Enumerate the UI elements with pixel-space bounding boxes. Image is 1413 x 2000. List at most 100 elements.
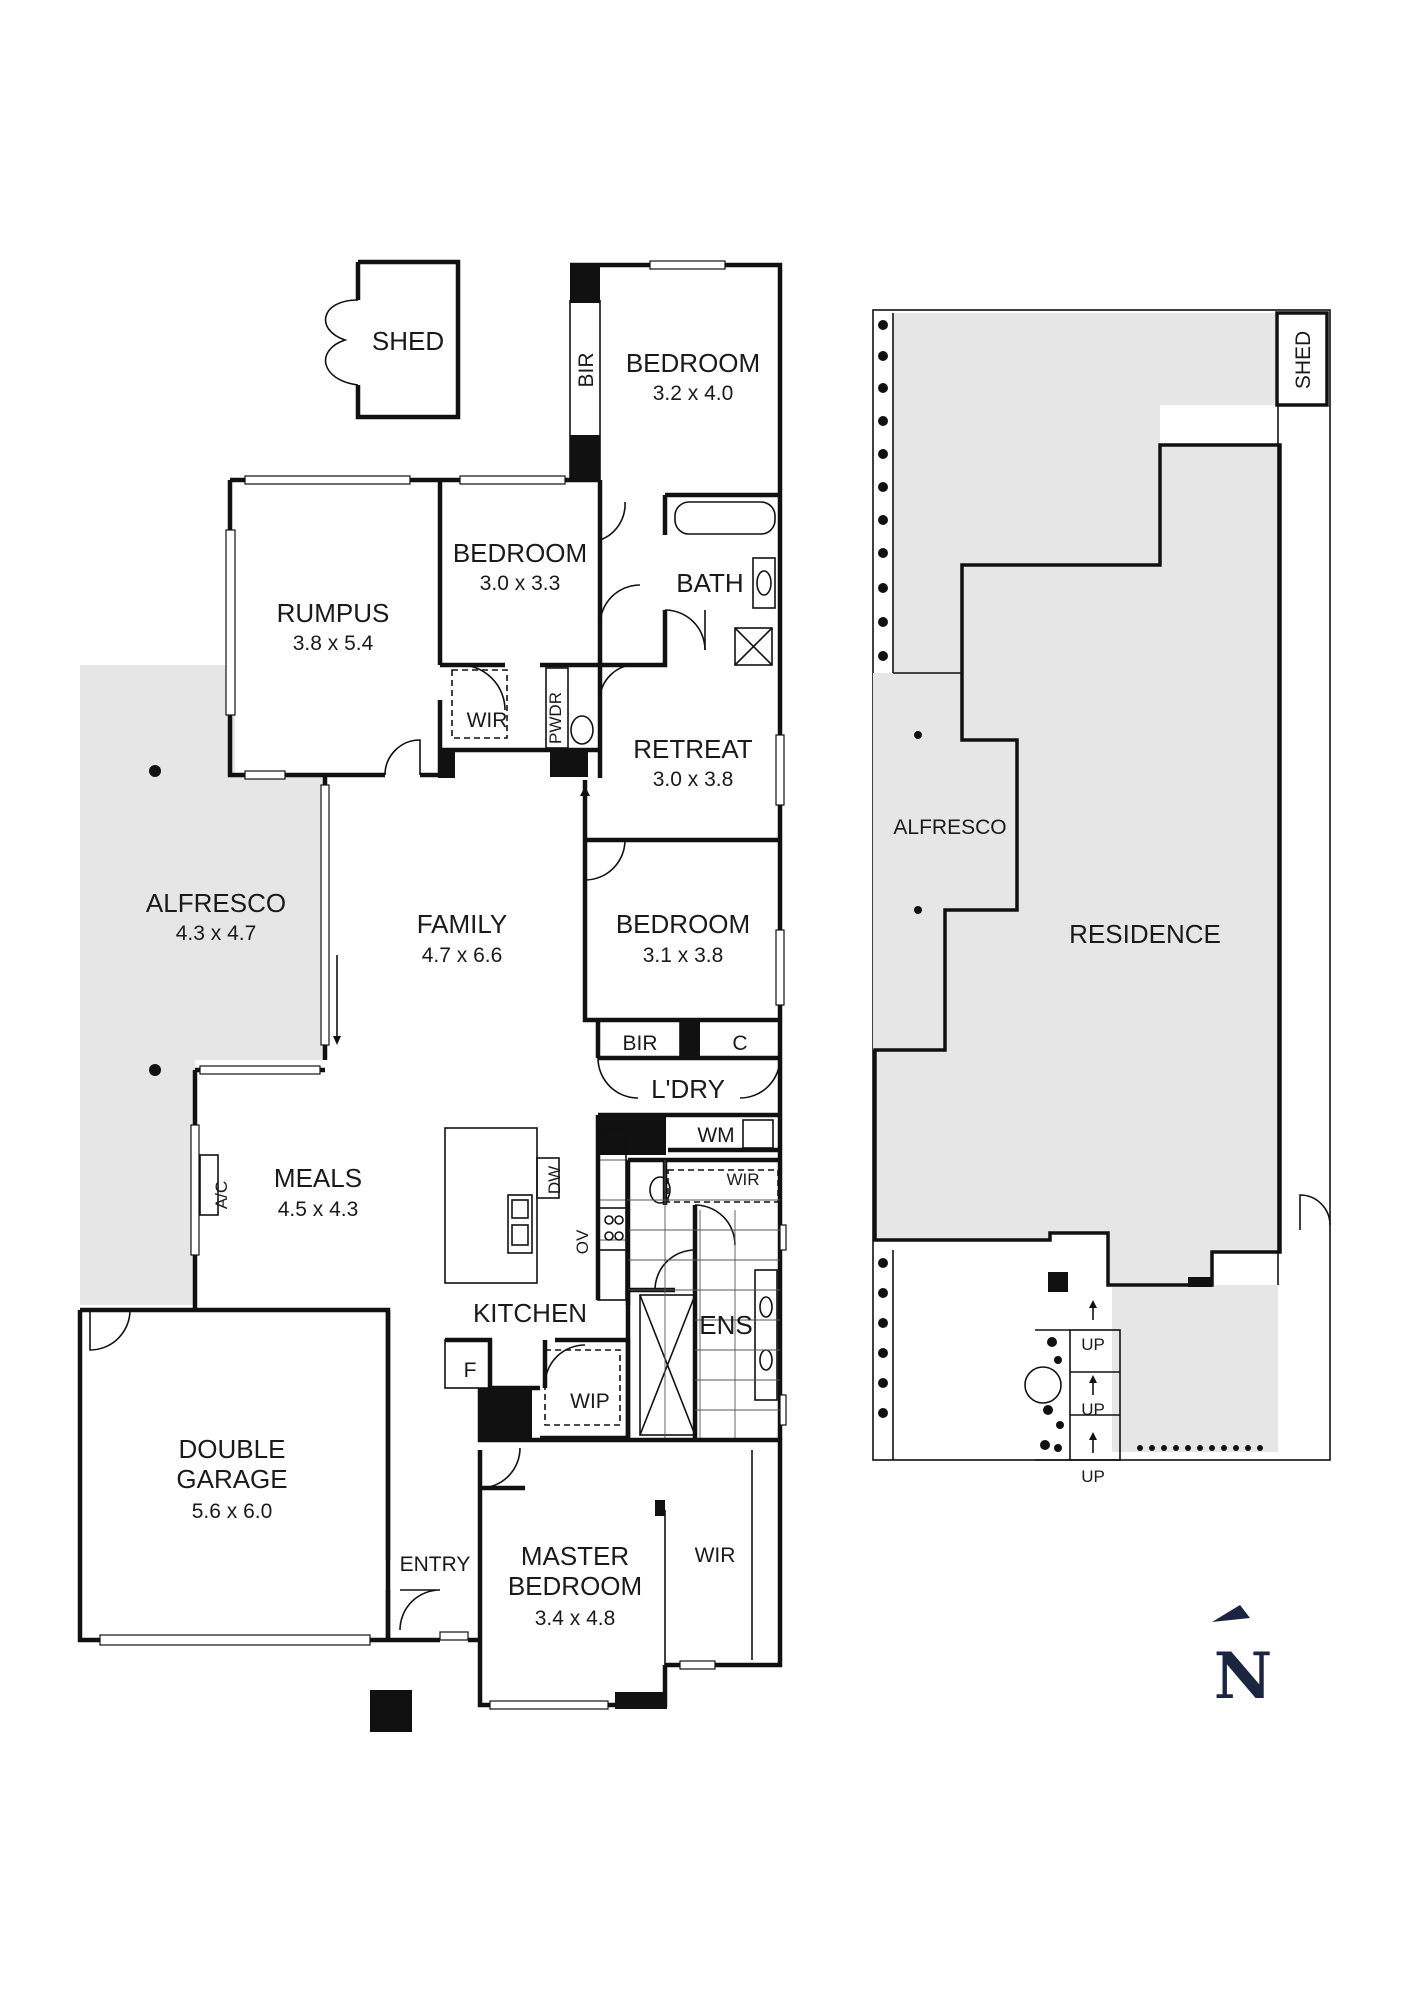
- bath-label: BATH: [676, 568, 743, 598]
- kitchen-label: KITCHEN: [473, 1298, 587, 1328]
- hedge-bottom: [1137, 1445, 1263, 1451]
- bathtub-icon: [674, 501, 776, 535]
- master-name-line2: BEDROOM: [508, 1571, 642, 1601]
- bedroom-mid-size: 3.0 x 3.3: [480, 572, 561, 595]
- bedroom-north-size: 3.2 x 4.0: [653, 382, 734, 405]
- bir-east-label: BIR: [622, 1032, 657, 1055]
- garage-door: [99, 1634, 371, 1646]
- cupboard-label: C: [732, 1032, 747, 1055]
- wall-pier: [438, 748, 455, 778]
- meals-size: 4.5 x 4.3: [278, 1198, 359, 1221]
- cooktop-icon: [597, 1207, 629, 1251]
- master-name-line1: MASTER: [521, 1541, 629, 1571]
- site-paving-courtyard: [1112, 1285, 1278, 1452]
- door-swing: [384, 739, 421, 776]
- wir-rail: [667, 1169, 779, 1203]
- door-swing: [664, 609, 706, 651]
- ens-label: ENS: [699, 1310, 752, 1340]
- sink-icon: [507, 1194, 533, 1254]
- floor-plan: [77, 259, 787, 1732]
- dishwasher-icon: [536, 1157, 560, 1199]
- door-swing: [599, 584, 641, 626]
- labels: SHED BEDROOM 3.2 x 4.0 BIR RUMPUS 3.8 x …: [146, 326, 1315, 1714]
- door-swing: [599, 664, 636, 701]
- door-swing: [694, 1204, 736, 1246]
- rumpus-walls: [227, 477, 600, 778]
- bedroom-north-name: BEDROOM: [626, 348, 760, 378]
- steps-up-label: UP: [1081, 1467, 1105, 1486]
- toilet-icon: [649, 1176, 671, 1204]
- wall-pier: [598, 1115, 666, 1155]
- dw-label: DW: [545, 1166, 564, 1194]
- garage-name-line1: DOUBLE: [179, 1434, 286, 1464]
- family-name: FAMILY: [417, 909, 508, 939]
- window: [190, 1124, 200, 1256]
- hedge-left: [878, 320, 888, 1418]
- toilet-icon: [570, 715, 594, 745]
- wir-rail: [451, 669, 508, 739]
- site-plan: [872, 309, 1331, 1461]
- steps-up-label: UP: [1081, 1335, 1105, 1354]
- wir-small-label: WIR: [467, 709, 508, 732]
- wall-pier: [615, 1692, 667, 1709]
- sliding-door: [199, 1065, 321, 1075]
- shower-icon: [734, 627, 773, 666]
- rumpus-name: RUMPUS: [277, 598, 390, 628]
- site-shed-label: SHED: [1292, 331, 1315, 389]
- retreat-name: RETREAT: [633, 734, 753, 764]
- basin-icon: [759, 1296, 773, 1318]
- fridge-space: [444, 1339, 491, 1389]
- door-swing: [479, 1447, 521, 1489]
- shed-doors: [324, 299, 359, 386]
- alfresco-post: [149, 1064, 161, 1076]
- basin-icon: [756, 570, 772, 596]
- window: [489, 1700, 609, 1710]
- alfresco-paving: [80, 665, 325, 1305]
- wall-pier: [480, 1388, 532, 1438]
- family-size: 4.7 x 6.6: [422, 944, 503, 967]
- vanity-icon: [752, 557, 776, 609]
- bedroom-north-walls: [570, 262, 783, 840]
- door-swing: [654, 1249, 696, 1291]
- door-swing: [544, 1344, 586, 1386]
- kitchen-bench-top: [597, 1129, 627, 1301]
- pwdr-partition: [545, 667, 569, 749]
- fridge-label: F: [464, 1359, 477, 1382]
- alfresco-size: 4.3 x 4.7: [176, 922, 257, 945]
- meter-box: [1048, 1272, 1068, 1292]
- sliding-door: [320, 784, 330, 1046]
- bedroom-east-name: BEDROOM: [616, 909, 750, 939]
- vanity-icon: [754, 1269, 778, 1401]
- door-swing: [599, 501, 626, 541]
- window: [649, 260, 726, 270]
- site-shed: [1275, 311, 1329, 407]
- site-paving: [873, 313, 1275, 1050]
- wip-shelving: [544, 1349, 621, 1426]
- wir-master-label: WIR: [695, 1544, 736, 1567]
- ac-unit-icon: [199, 1154, 219, 1216]
- site-residence-label: RESIDENCE: [1069, 919, 1221, 949]
- wm-label: WM: [697, 1124, 734, 1147]
- laundry-label: L'DRY: [651, 1074, 725, 1104]
- north-arrow-icon: [1212, 1605, 1250, 1622]
- door-swing: [584, 839, 626, 881]
- alfresco-name: ALFRESCO: [146, 888, 286, 918]
- ac-label: A/C: [212, 1181, 231, 1209]
- door-swing: [459, 664, 506, 711]
- wip-label: WIP: [570, 1390, 610, 1413]
- shed-walls: [355, 259, 461, 420]
- wall-pier: [550, 752, 588, 777]
- garage-size: 5.6 x 6.0: [192, 1500, 273, 1523]
- shed-label: SHED: [372, 326, 444, 356]
- garden-bed: [1040, 1337, 1064, 1452]
- retreat-size: 3.0 x 3.8: [653, 768, 734, 791]
- ov-label: OV: [573, 1229, 592, 1254]
- entry-walls: [385, 1310, 480, 1643]
- window: [459, 475, 566, 485]
- bedroom-mid-name: BEDROOM: [453, 538, 587, 568]
- wir-ensuite-label: WIR: [726, 1170, 759, 1189]
- compass-label: N: [1214, 1639, 1273, 1714]
- door-swing: [89, 1309, 131, 1351]
- garage-name-line2: GARAGE: [176, 1464, 287, 1494]
- site-alfresco-label: ALFRESCO: [893, 816, 1006, 839]
